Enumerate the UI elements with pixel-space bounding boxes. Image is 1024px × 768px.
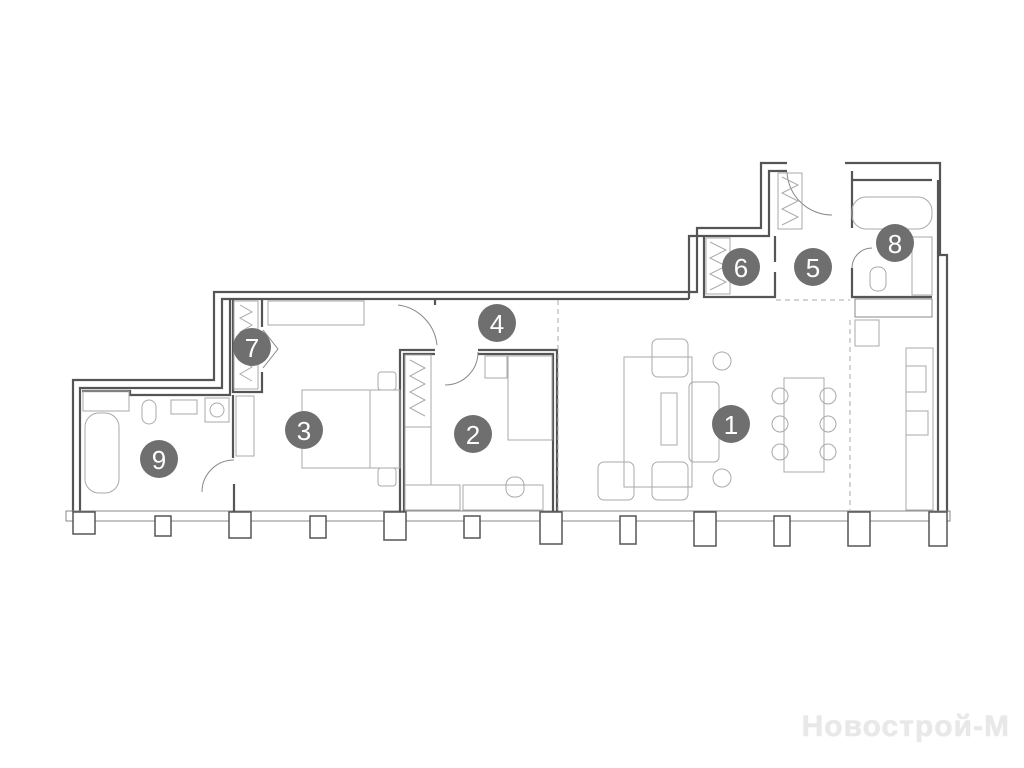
room-number: 9 <box>152 445 166 475</box>
room-marker-4: 4 <box>478 304 516 342</box>
room-number: 7 <box>245 333 259 363</box>
wardrobes <box>233 172 803 511</box>
room-marker-1: 1 <box>712 405 750 443</box>
room-marker-circle <box>722 248 760 286</box>
room-marker-circle <box>140 440 178 478</box>
interior-walls <box>82 180 933 512</box>
room-marker-circle <box>876 224 914 262</box>
room-markers: 1 2 3 4 5 6 7 8 9 <box>140 224 914 478</box>
room-marker-2: 2 <box>454 415 492 453</box>
outer-walls <box>71 161 949 512</box>
room-number: 3 <box>297 416 311 446</box>
zone-dividers <box>557 299 851 510</box>
room-marker-7: 7 <box>233 328 271 366</box>
room-marker-circle <box>712 405 750 443</box>
room-number: 1 <box>724 410 738 440</box>
room-number: 6 <box>734 253 748 283</box>
room-number: 5 <box>806 253 820 283</box>
room-marker-circle <box>454 415 492 453</box>
room-marker-8: 8 <box>876 224 914 262</box>
room-marker-circle <box>794 248 832 286</box>
room-number: 4 <box>490 309 504 339</box>
furniture <box>82 196 934 511</box>
room-marker-3: 3 <box>285 411 323 449</box>
window-strip <box>65 510 951 547</box>
room-marker-9: 9 <box>140 440 178 478</box>
room-marker-5: 5 <box>794 248 832 286</box>
room-number: 8 <box>888 229 902 259</box>
watermark: Новострой-М <box>801 710 1010 743</box>
room-marker-circle <box>285 411 323 449</box>
room-marker-circle <box>233 328 271 366</box>
room-marker-6: 6 <box>722 248 760 286</box>
room-number: 2 <box>466 420 480 450</box>
room-marker-circle <box>478 304 516 342</box>
